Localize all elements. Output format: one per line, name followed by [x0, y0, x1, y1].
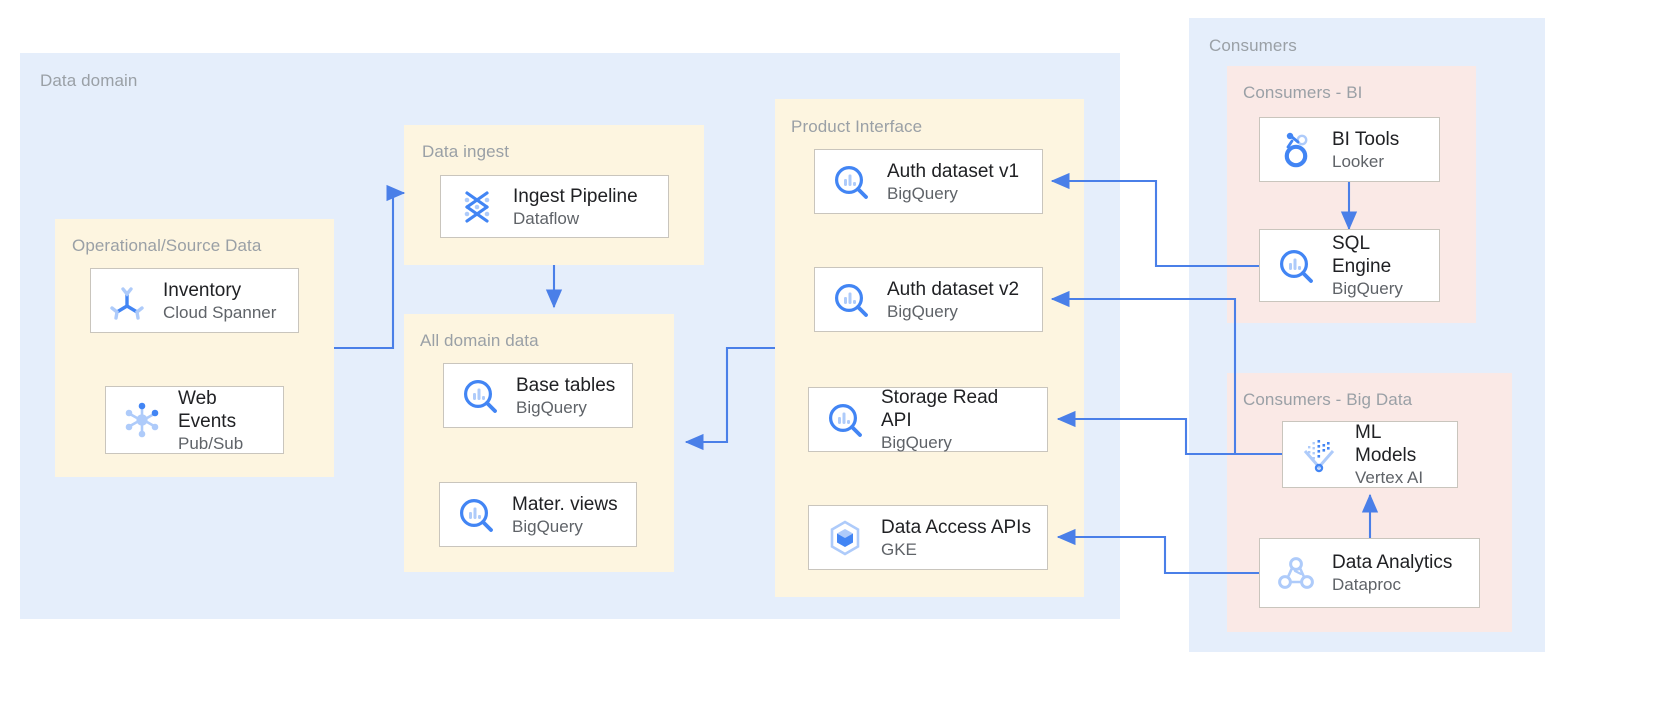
card-data-analytics-text: Data Analytics Dataproc: [1332, 551, 1452, 595]
bigquery-icon: [1274, 244, 1318, 288]
bigquery-icon: [829, 160, 873, 204]
card-data-analytics-subtitle: Dataproc: [1332, 575, 1401, 594]
card-auth-dataset-v1-title: Auth dataset v1: [887, 160, 1020, 182]
card-ingest-pipeline-text: Ingest Pipeline Dataflow: [513, 185, 638, 229]
gke-icon: [823, 516, 867, 560]
card-auth-dataset-v1-subtitle: BigQuery: [887, 183, 958, 203]
card-mater-views-title: Mater. views: [512, 493, 618, 515]
cloud-spanner-icon: [105, 279, 149, 323]
card-data-analytics-title: Data Analytics: [1332, 552, 1453, 573]
vertex-ai-icon: [1297, 433, 1341, 477]
card-ingest-pipeline-title: Ingest Pipeline: [513, 185, 638, 207]
card-base-tables-text: Base tables BigQuery: [516, 374, 615, 418]
card-web-events-text: Web Events Pub/Sub: [178, 387, 243, 454]
group-consumers-label: Consumers: [1209, 36, 1297, 55]
dataflow-icon: [455, 185, 499, 229]
card-auth-dataset-v1[interactable]: Auth dataset v1 BigQuery: [814, 149, 1043, 214]
group-operational-source-data-label: Operational/Source Data: [72, 236, 262, 255]
card-mater-views-text: Mater. views BigQuery: [512, 493, 618, 537]
card-auth-dataset-v2-subtitle: BigQuery: [887, 301, 958, 321]
group-consumers-big-data-label: Consumers - Big Data: [1243, 390, 1413, 409]
bigquery-icon: [829, 278, 873, 322]
card-data-access-apis-title: Data Access APIs: [881, 516, 1031, 538]
card-ml-models-text: ML Models Vertex AI: [1355, 421, 1423, 488]
looker-icon: [1274, 128, 1318, 172]
card-base-tables-title: Base tables: [516, 374, 616, 396]
card-data-analytics[interactable]: Data Analytics Dataproc: [1259, 538, 1480, 608]
card-ml-models[interactable]: ML Models Vertex AI: [1282, 421, 1458, 488]
card-web-events-title: Web Events: [178, 387, 237, 432]
pubsub-icon: [120, 398, 164, 442]
bigquery-icon: [823, 398, 867, 442]
card-bi-tools[interactable]: BI Tools Looker: [1259, 117, 1440, 182]
card-data-access-apis-subtitle: GKE: [881, 539, 917, 559]
card-inventory[interactable]: Inventory Cloud Spanner: [90, 268, 299, 333]
card-sql-engine-subtitle: BigQuery: [1332, 279, 1403, 298]
card-mater-views[interactable]: Mater. views BigQuery: [439, 482, 637, 547]
card-auth-dataset-v2-text: Auth dataset v2 BigQuery: [887, 278, 1019, 322]
group-all-domain-data-label: All domain data: [420, 331, 539, 350]
card-bi-tools-title: BI Tools: [1332, 128, 1400, 150]
card-sql-engine-title: SQL Engine: [1332, 233, 1392, 277]
card-storage-read-api-subtitle: BigQuery: [881, 433, 952, 452]
card-mater-views-subtitle: BigQuery: [512, 516, 583, 536]
card-auth-dataset-v1-text: Auth dataset v1 BigQuery: [887, 160, 1019, 204]
card-inventory-subtitle: Cloud Spanner: [163, 302, 277, 322]
card-auth-dataset-v2-title: Auth dataset v2: [887, 278, 1020, 300]
card-sql-engine-text: SQL Engine BigQuery: [1332, 232, 1403, 299]
card-inventory-text: Inventory Cloud Spanner: [163, 279, 276, 323]
dataproc-icon: [1274, 551, 1318, 595]
card-ml-models-subtitle: Vertex AI: [1355, 468, 1424, 487]
card-base-tables-subtitle: BigQuery: [516, 397, 587, 417]
card-bi-tools-subtitle: Looker: [1332, 151, 1384, 171]
card-storage-read-api-text: Storage Read API BigQuery: [881, 386, 1033, 453]
card-storage-read-api-title: Storage Read API: [881, 387, 999, 431]
group-product-interface-label: Product Interface: [791, 117, 923, 136]
card-data-access-apis[interactable]: Data Access APIs GKE: [808, 505, 1048, 570]
card-web-events-subtitle: Pub/Sub: [178, 433, 244, 453]
card-sql-engine[interactable]: SQL Engine BigQuery: [1259, 229, 1440, 302]
bigquery-icon: [454, 493, 498, 537]
group-consumers-bi-label: Consumers - BI: [1243, 83, 1363, 102]
card-ingest-pipeline-subtitle: Dataflow: [513, 208, 580, 228]
card-data-access-apis-text: Data Access APIs GKE: [881, 516, 1031, 560]
group-data-ingest-label: Data ingest: [422, 142, 510, 161]
card-base-tables[interactable]: Base tables BigQuery: [443, 363, 633, 428]
card-web-events[interactable]: Web Events Pub/Sub: [105, 386, 284, 454]
card-ml-models-title: ML Models: [1355, 422, 1417, 466]
card-ingest-pipeline[interactable]: Ingest Pipeline Dataflow: [440, 175, 669, 238]
card-bi-tools-text: BI Tools Looker: [1332, 128, 1399, 172]
card-inventory-title: Inventory: [163, 279, 242, 301]
card-storage-read-api[interactable]: Storage Read API BigQuery: [808, 387, 1048, 452]
bigquery-icon: [458, 374, 502, 418]
card-auth-dataset-v2[interactable]: Auth dataset v2 BigQuery: [814, 267, 1043, 332]
group-data-domain-label: Data domain: [40, 71, 138, 90]
